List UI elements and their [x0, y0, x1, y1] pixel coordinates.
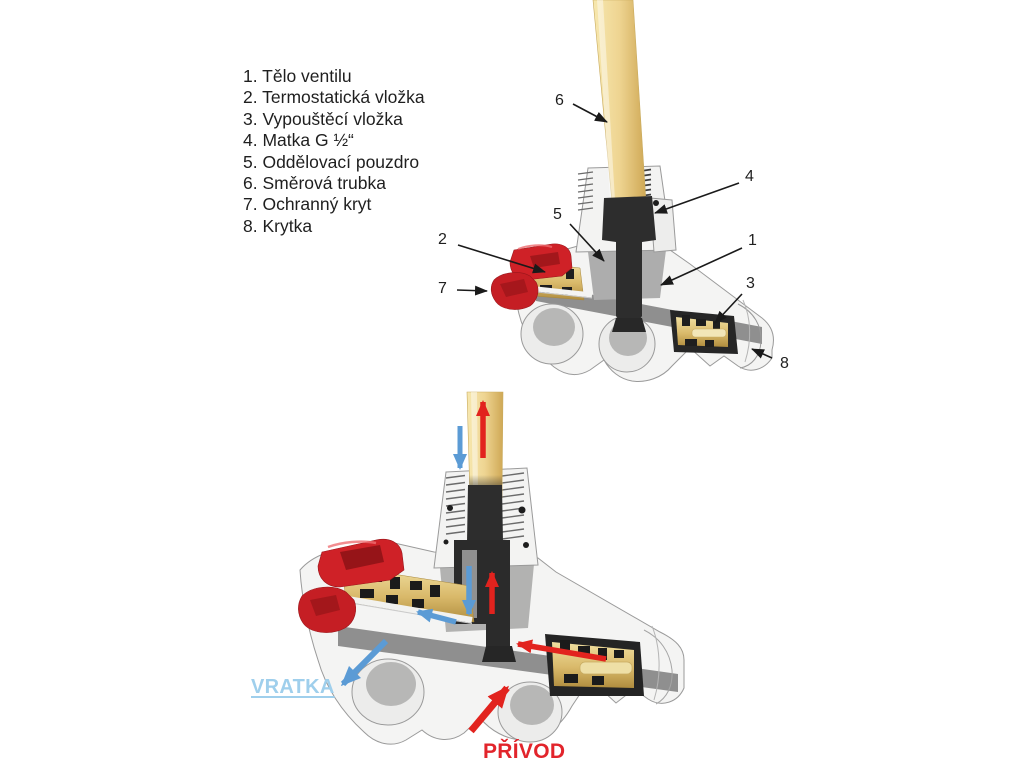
callout-2: 2: [438, 231, 447, 248]
callout-line-8: [751, 348, 773, 359]
end-cap-seam: [742, 299, 751, 363]
legend-item-2: 2. Termostatická vložka: [243, 87, 425, 108]
legend-item-1: 1. Tělo ventilu: [243, 66, 352, 86]
callout-line-1: [660, 247, 743, 286]
callout-line-7: [456, 285, 488, 296]
legend-item-5: 5. Oddělovací pouzdro: [243, 151, 420, 172]
legend-item-6: 6. Směrová trubka: [243, 173, 386, 194]
protective-cap: [298, 538, 405, 633]
thread-left: [577, 171, 594, 211]
thread-right: [501, 472, 525, 540]
return-arrow-outlet: [340, 638, 389, 687]
callout-4: 4: [745, 168, 754, 185]
end-cap-seam: [651, 625, 660, 701]
callout-5: 5: [553, 206, 562, 223]
callouts: [456, 103, 773, 359]
supply-arrow-horizontal: [516, 639, 607, 662]
drain-insert: [670, 310, 738, 354]
legend-item-8: 8. Krytka: [243, 215, 313, 236]
legend-item-7: 7. Ochranný kryt: [243, 194, 372, 215]
callout-8: 8: [780, 355, 789, 372]
callout-line-3: [714, 293, 743, 324]
parts-legend: 1. Tělo ventilu 2. Termostatická vložka …: [243, 66, 425, 237]
legend-item-4: 4. Matka G ½“: [243, 130, 354, 151]
return-arrow-left: [416, 608, 457, 625]
valve-flow-diagram: [298, 391, 685, 745]
callout-line-4: [654, 182, 740, 214]
pipe-opening-left: [351, 658, 425, 726]
thread-left: [445, 474, 466, 535]
callout-line-5: [569, 223, 605, 262]
callout-line-6: [572, 103, 608, 123]
callout-line-2: [457, 244, 546, 274]
privod-label: PŘÍVOD: [483, 740, 566, 763]
end-cap: [737, 303, 762, 369]
pipe-opening-center: [497, 681, 563, 743]
valve-callout-diagram: 6 4 5 2 1 7 3 8: [438, 0, 789, 382]
callout-3: 3: [746, 275, 755, 292]
supply-arrow-inlet: [468, 685, 510, 734]
callout-7: 7: [438, 280, 447, 297]
callout-1: 1: [748, 232, 757, 249]
vratka-label: VRATKA: [251, 676, 335, 698]
legend-item-3: 3. Vypouštěcí vložka: [243, 108, 403, 129]
pipe-opening-left: [520, 303, 584, 365]
drain-insert: [545, 634, 644, 696]
flow-arrows: [340, 400, 607, 734]
protective-cap: [490, 243, 573, 310]
callout-6: 6: [555, 92, 564, 109]
separating-sleeve: [602, 196, 656, 332]
